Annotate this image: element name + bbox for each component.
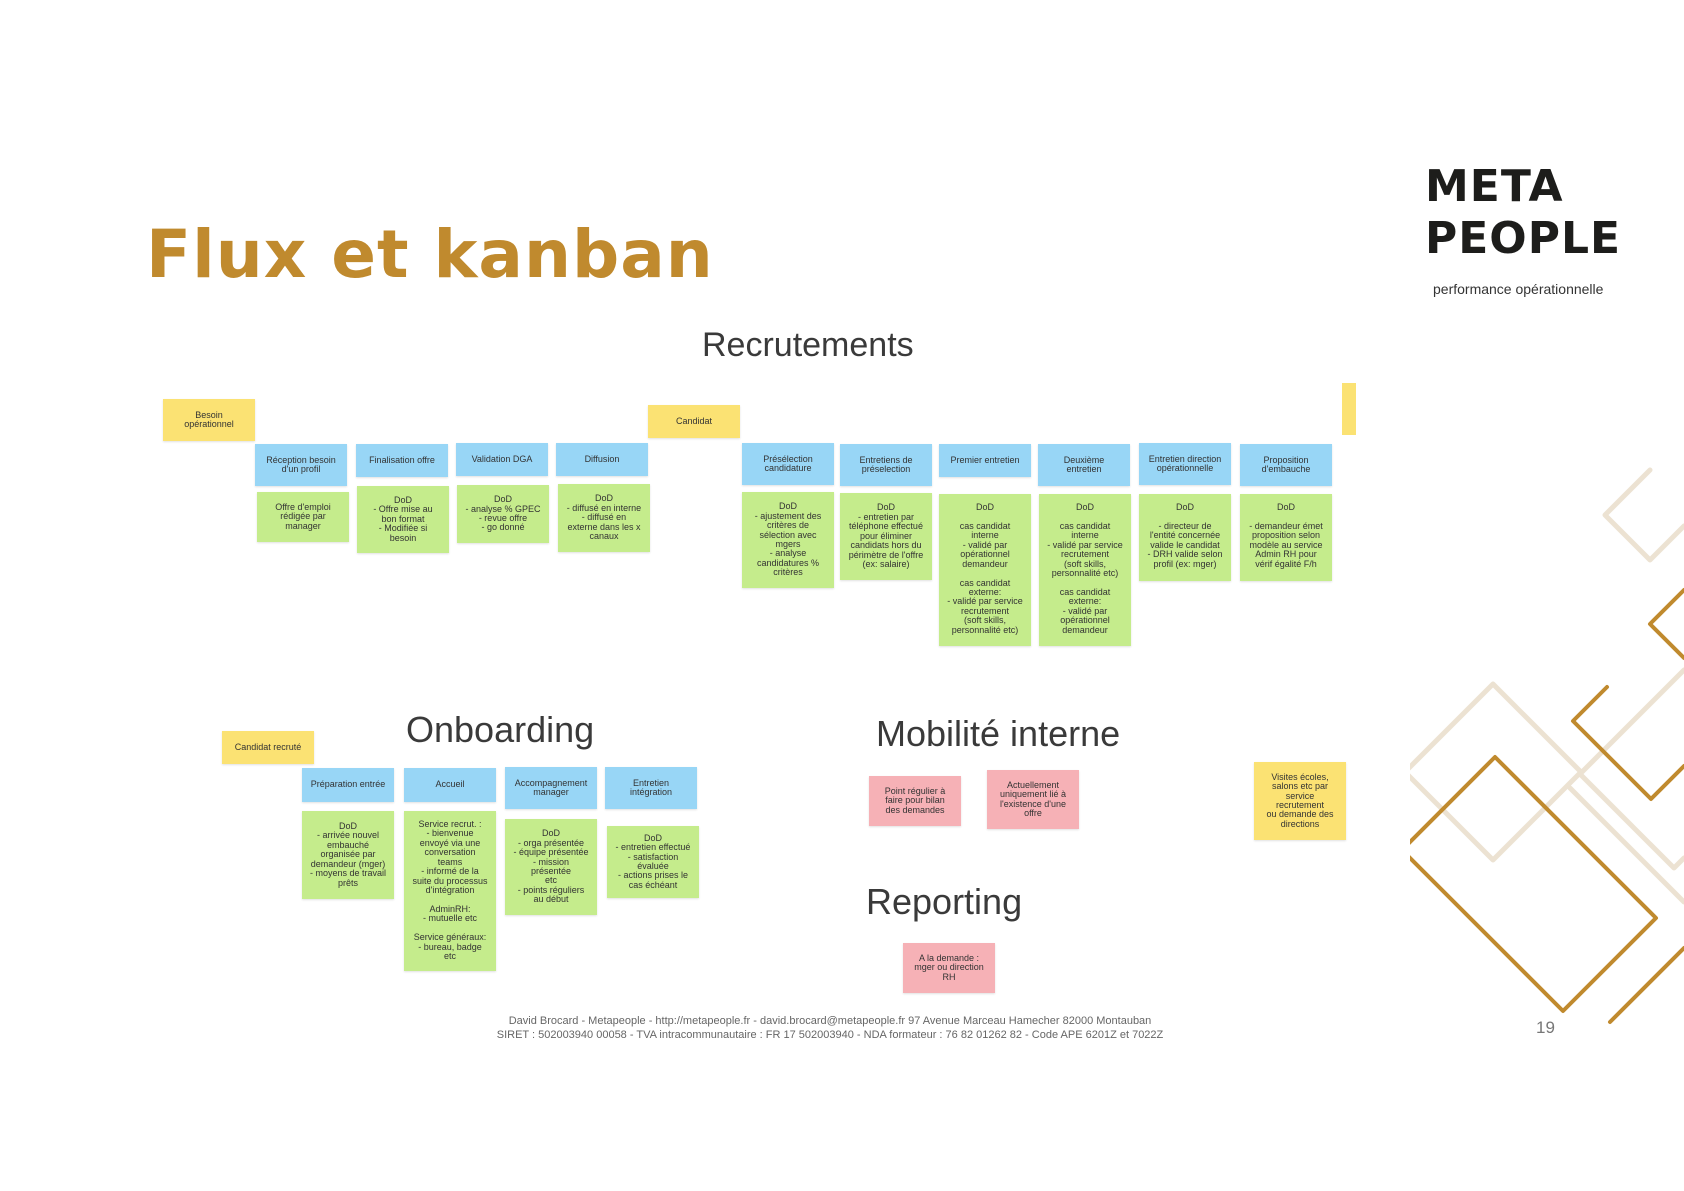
recrutement-dod: Offre d'emploi rédigée par manager — [257, 492, 349, 542]
onboarding-header: Accompagnement manager — [505, 767, 597, 809]
logo-line-2: PEOPLE — [1425, 217, 1621, 261]
recrutement-header: Réception besoin d'un profil — [255, 444, 347, 486]
sticky-reporting: A la demande : mger ou direction RH — [903, 943, 995, 993]
recrutement-header: Proposition d'embauche — [1240, 444, 1332, 486]
section-title-onboarding: Onboarding — [406, 712, 594, 748]
logo-line-1: META — [1425, 165, 1564, 209]
onboarding-header: Préparation entrée — [302, 768, 394, 802]
footer-line-2: SIRET : 502003940 00058 - TVA intracommu… — [440, 1029, 1220, 1043]
section-title-reporting: Reporting — [866, 884, 1022, 920]
recrutement-dod: DoD cas candidat interne - validé par op… — [939, 494, 1031, 646]
sticky-edge — [1342, 383, 1356, 435]
recrutement-header: Validation DGA — [456, 443, 548, 476]
sticky-mobilite-2: Actuellement uniquement lié à l'existenc… — [987, 770, 1079, 829]
recrutement-header: Diffusion — [556, 443, 648, 476]
onboarding-dod: Service recrut. : - bienvenue envoyé via… — [404, 811, 496, 971]
recrutement-dod: DoD - ajustement des critères de sélecti… — [742, 492, 834, 588]
sticky-candidat: Candidat — [648, 405, 740, 438]
recrutement-dod: DoD - diffusé en interne - diffusé en ex… — [558, 484, 650, 552]
recrutement-header: Deuxième entretien — [1038, 444, 1130, 486]
onboarding-dod: DoD - orga présentée - équipe présentée … — [505, 819, 597, 915]
page-title: Flux et kanban — [146, 222, 714, 288]
recrutement-dod: DoD - demandeur émet proposition selon m… — [1240, 494, 1332, 581]
onboarding-dod: DoD - arrivée nouvel embauché organisée … — [302, 811, 394, 899]
onboarding-dod: DoD - entretien effectué - satisfaction … — [607, 826, 699, 898]
onboarding-header: Entretien intégration — [605, 767, 697, 809]
recrutement-header: Entretiens de préselection — [840, 444, 932, 486]
footer-line-1: David Brocard - Metapeople - http://meta… — [440, 1015, 1220, 1029]
recrutement-dod: DoD - analyse % GPEC - revue offre - go … — [457, 485, 549, 543]
recrutement-dod: DoD - Offre mise au bon format - Modifié… — [357, 486, 449, 553]
recrutement-header: Entretien direction opérationnelle — [1139, 443, 1231, 485]
onboarding-header: Accueil — [404, 768, 496, 802]
logo-tagline: performance opérationnelle — [1433, 281, 1603, 297]
section-title-mobilite: Mobilité interne — [876, 716, 1120, 752]
recrutement-dod: DoD - entretien par téléphone effectué p… — [840, 493, 932, 580]
sticky-mobilite-1: Point régulier à faire pour bilan des de… — [869, 776, 961, 826]
section-title-recrutements: Recrutements — [702, 328, 914, 362]
recrutement-dod: DoD - directeur de l'entité concernée va… — [1139, 494, 1231, 581]
page-number: 19 — [1536, 1018, 1555, 1038]
recrutement-dod: DoD cas candidat interne - validé par se… — [1039, 494, 1131, 646]
decorative-diamonds — [1410, 440, 1684, 1060]
footer: David Brocard - Metapeople - http://meta… — [440, 1015, 1220, 1043]
recrutement-header: Premier entretien — [939, 444, 1031, 477]
recrutement-header: Présélection candidature — [742, 443, 834, 485]
sticky-candidat-recrute: Candidat recruté — [222, 731, 314, 764]
sticky-side-note: Visites écoles, salons etc par service r… — [1254, 762, 1346, 840]
sticky-besoin-operationnel: Besoin opérationnel — [163, 399, 255, 441]
recrutement-header: Finalisation offre — [356, 444, 448, 477]
metapeople-logo: META PEOPLE performance opérationnelle — [1425, 165, 1645, 305]
